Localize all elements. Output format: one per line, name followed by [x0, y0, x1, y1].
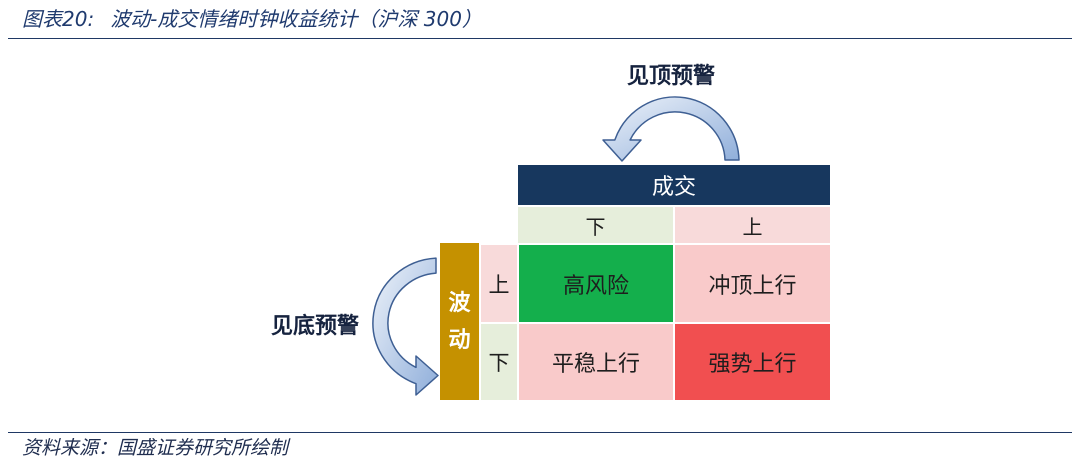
cell-peak-rise: 冲顶上行	[675, 245, 830, 322]
cell-high-risk: 高风险	[519, 245, 673, 322]
cell-strong-rise: 强势上行	[675, 324, 830, 400]
volatility-axis-title: 波动	[448, 290, 471, 353]
cell-high-risk-text: 高风险	[562, 273, 629, 299]
volume-label-high: 上	[675, 207, 830, 243]
volume-axis-header: 成交	[518, 165, 830, 205]
volatility-label-low: 下	[481, 324, 517, 400]
cell-strong-rise-text: 强势上行	[708, 352, 797, 377]
figure-number: 图表20:	[22, 7, 95, 31]
cell-peak-rise-text: 冲顶上行	[708, 273, 797, 299]
title-divider	[8, 38, 1072, 39]
cell-steady-rise-text: 平稳上行	[551, 352, 640, 377]
volume-label-low-text: 下	[585, 214, 606, 239]
source-divider	[8, 432, 1072, 433]
bottom-warning-label: 见底预警	[270, 314, 359, 339]
volatility-label-high-text: 上	[488, 272, 510, 297]
volatility-label-low-text: 下	[488, 351, 510, 375]
figure-title-text: 波动-成交情绪时钟收益统计（沪深 300）	[110, 7, 482, 31]
top-curved-arrow-icon	[602, 96, 740, 162]
figure-title: 图表20: 波动-成交情绪时钟收益统计（沪深 300）	[22, 5, 482, 33]
top-warning-label: 见顶预警	[626, 64, 715, 89]
cell-steady-rise: 平稳上行	[519, 324, 673, 400]
volume-label-low: 下	[518, 207, 673, 243]
source-note: 资料来源：国盛证券研究所绘制	[22, 437, 289, 459]
volatility-label-high: 上	[481, 245, 517, 322]
volume-label-high-text: 上	[742, 214, 763, 239]
volume-axis-title: 成交	[651, 175, 696, 200]
volatility-axis-header: 波动	[440, 243, 479, 400]
